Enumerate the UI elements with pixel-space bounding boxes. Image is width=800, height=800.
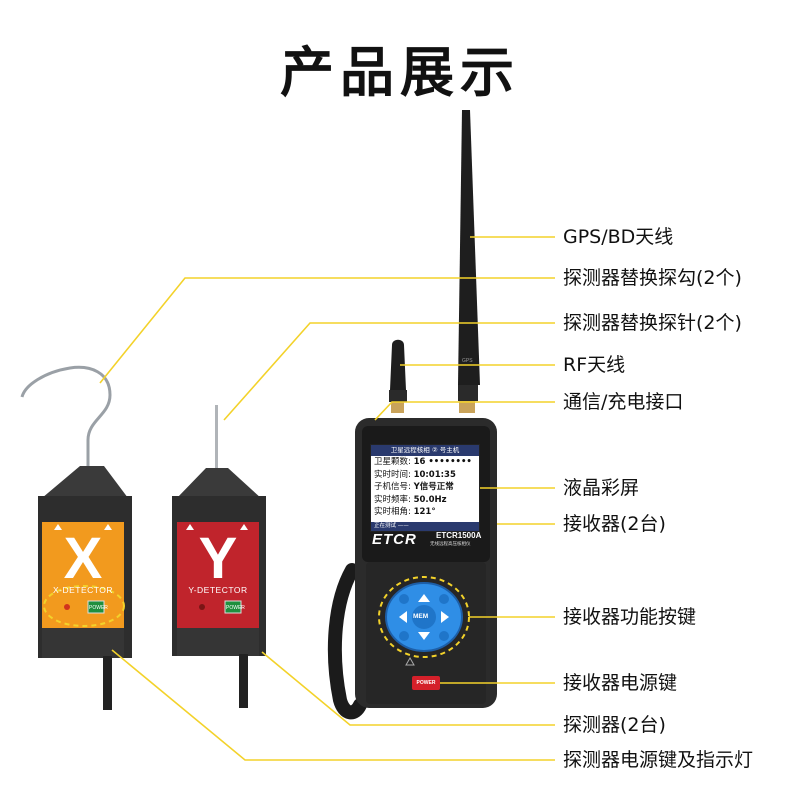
detector-x-panel	[42, 522, 124, 628]
callout-receiver: 接收器(2台)	[563, 513, 666, 535]
detector-x	[20, 365, 132, 710]
screen-row: 实时频率: 50.0Hz	[374, 494, 447, 505]
callout-replacement-needle: 探测器替换探针(2个)	[563, 312, 742, 334]
detector-y-power-button	[224, 600, 242, 614]
mem-button[interactable]: MEM	[413, 613, 429, 620]
callout-detector: 探测器(2台)	[563, 714, 666, 736]
screen-header: 卫星远程核相 ② 号主机	[371, 445, 479, 456]
detector-y-letter: Y	[198, 526, 238, 591]
rf-antenna	[390, 339, 406, 390]
detector-y-panel	[177, 522, 259, 628]
detector-x-letter: X	[63, 526, 103, 591]
gps-antenna	[458, 110, 480, 385]
screen-row: 实时相角: 121°	[374, 507, 436, 517]
probe-needle	[215, 405, 218, 471]
probe-hook	[20, 365, 112, 470]
screen-row: 实时时间: 10:01:35	[374, 469, 456, 480]
callout-comm-charge-port: 通信/充电接口	[563, 391, 684, 413]
receiver-device	[327, 110, 497, 720]
callout-receiver-power: 接收器电源键	[563, 672, 678, 694]
hand-strap	[327, 563, 367, 720]
detector-power-highlight	[43, 585, 125, 627]
callout-gps-antenna: GPS/BD天线	[563, 226, 674, 248]
callout-lcd-screen: 液晶彩屏	[563, 477, 640, 499]
detector-x-led	[64, 604, 70, 610]
receiver-power-button[interactable]: POWER	[412, 676, 440, 690]
callout-receiver-keys: 接收器功能按键	[563, 606, 697, 628]
page-title: 产品展示	[280, 41, 520, 104]
detector-y	[172, 405, 266, 708]
gps-antenna-label: GPS	[462, 358, 473, 364]
detector-y-power-label: POWER	[226, 605, 245, 611]
leader-lines	[99, 236, 555, 761]
detector-x-name: X-DETECTOR	[52, 585, 114, 595]
receiver-brand-logo: ETCR	[372, 531, 417, 548]
screen-row: 子机信号: Y信号正常	[374, 482, 454, 492]
screen-row: 卫星颗数: 16 ••••••••	[374, 457, 472, 467]
screen-footer: 正在测试 ——	[371, 522, 479, 531]
detector-x-power-label: POWER	[89, 605, 108, 611]
callout-replacement-hook: 探测器替换探勾(2个)	[563, 267, 742, 289]
receiver-model-subtitle: 无线远程高压核相仪	[430, 542, 471, 547]
detector-y-name: Y-DETECTOR	[188, 585, 248, 595]
receiver-model: ETCR1500A	[436, 531, 482, 540]
receiver-lcd-screen: 卫星远程核相 ② 号主机 卫星颗数: 16 •••••••• 实时时间: 10:…	[370, 444, 480, 532]
callout-detector-power-led: 探测器电源键及指示灯	[563, 749, 754, 771]
detector-x-power-button	[87, 600, 105, 614]
callout-rf-antenna: RF天线	[563, 354, 626, 376]
